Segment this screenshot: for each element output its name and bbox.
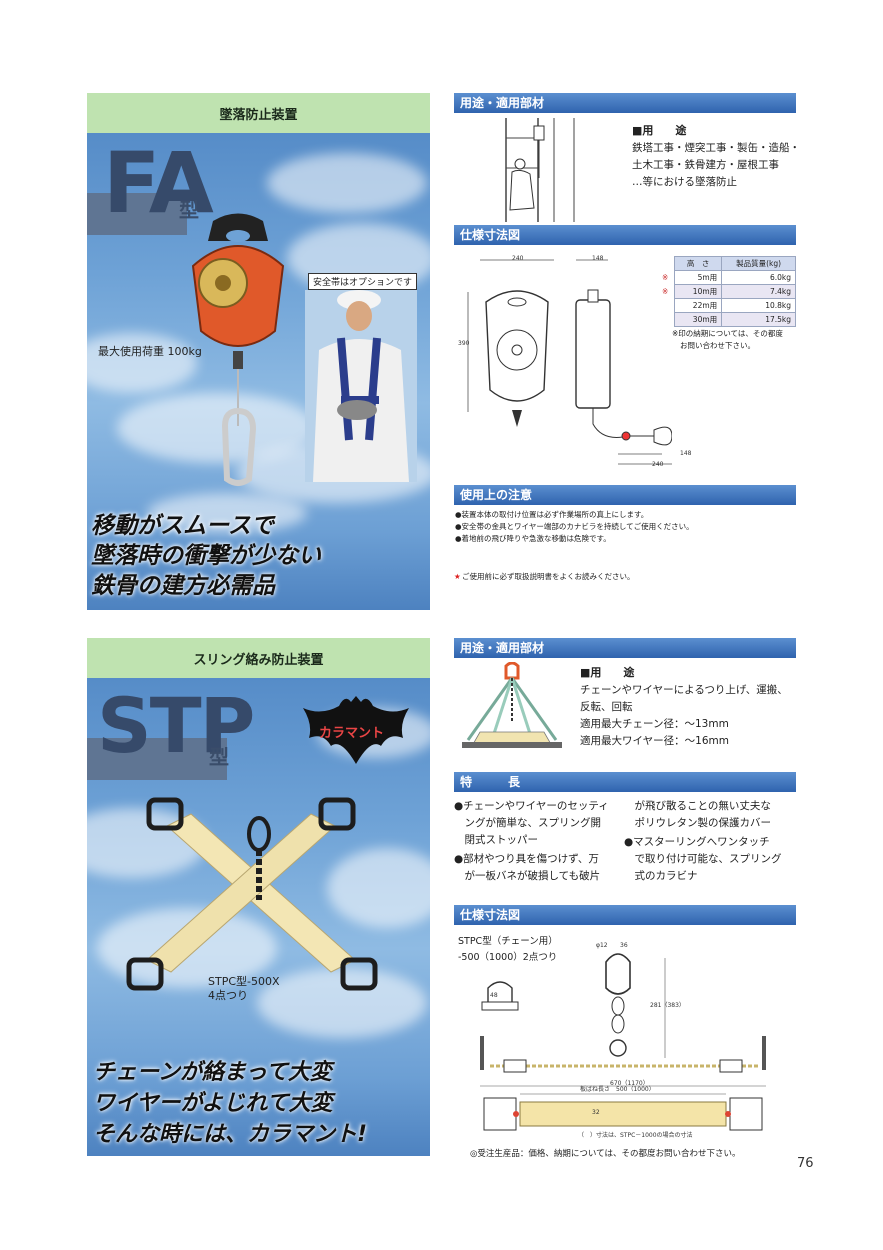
fa-dim-240-top: 240	[512, 255, 524, 262]
fa-usage-illustration	[505, 118, 575, 222]
fa-usage-bar: 用途・適用部材	[454, 93, 796, 113]
stp-product-image	[126, 797, 378, 991]
fa-spec-drawing	[467, 259, 672, 465]
stp-feature-right-3: ●マスターリングへワンタッチ	[624, 836, 770, 848]
stp-feature-left-1: ●チェーンやワイヤーのセッティ	[454, 800, 609, 812]
stp-feature-right-4: で取り付け可能な、スプリング	[624, 853, 782, 865]
stp-label-1: STPC型-500X	[208, 975, 280, 988]
cell-mass: 17.5kg	[721, 312, 796, 327]
fa-caution-line-2: ●安全帯の金具とワイヤー端部のカナビラを持続してご使用ください。	[455, 522, 694, 531]
stp-usage-illustration	[462, 662, 562, 748]
cell-height: 10m用	[673, 284, 723, 299]
fa-catch-line-3: 鉄骨の建方必需品	[91, 573, 275, 599]
page-number: 76	[797, 1156, 814, 1171]
stp-dim-48: 48	[490, 992, 498, 999]
stp-model: STP	[97, 681, 255, 770]
stp-spec-drawing	[480, 953, 766, 1131]
stp-feature-right-2: ポリウレタン製の保護カバー	[624, 817, 771, 829]
fa-catch-line-1: 移動がスムースで	[91, 513, 274, 539]
stp-usage-line-4: 適用最大ワイヤー径：～16mm	[580, 735, 730, 747]
fa-model-suffix: 型	[179, 198, 199, 222]
stp-feature-left-3: 閉式ストッパー	[454, 834, 538, 846]
fa-device-image	[191, 213, 285, 486]
stp-feature-right-1: が飛び散ることの無い丈夫な	[624, 800, 771, 812]
stp-usage-line-1: チェーンやワイヤーによるつり上げ、運搬、	[580, 684, 788, 696]
stp-features-bar: 特 長	[454, 772, 796, 792]
cell-mass: 6.0kg	[721, 270, 796, 285]
stp-model-band	[87, 738, 227, 780]
stp-header: スリング絡み防止装置	[87, 638, 430, 678]
fa-spec-note-1: ※印の納期については、その都度	[672, 329, 783, 338]
stp-feature-left-5: が一板バネが破損しても破片	[454, 870, 601, 882]
fa-catch-line-2: 墜落時の衝撃が少ない	[91, 543, 321, 569]
fa-model: FA	[103, 134, 214, 232]
stp-label-2: 4点つり	[208, 989, 248, 1002]
stp-catch-line-2: ワイヤーがよじれて大変	[93, 1091, 333, 1116]
stp-dim-670: 670（1170）	[610, 1080, 649, 1087]
fa-option-note: 安全帯はオプションです	[308, 273, 418, 290]
table-row: 10m用 7.4kg	[673, 284, 796, 299]
fa-caution-line-1: ●装置本体の取付け位置は必ず作業場所の真上にします。	[455, 510, 649, 519]
stp-dim-32: 32	[592, 1109, 600, 1116]
fa-row-mark-1: ※	[662, 273, 669, 282]
fa-panel: 墜落防止装置 FA 型 最大使用荷重 100kg 安全帯はオプションです 移動が…	[87, 93, 430, 610]
cell-height: 22m用	[673, 298, 723, 313]
table-header-height: 高 さ	[673, 256, 723, 271]
fa-dim-240-bot: 240	[652, 461, 664, 468]
cell-mass: 10.8kg	[721, 298, 796, 313]
table-row: 5m用 6.0kg	[673, 270, 796, 285]
fa-caution-line-3: ●着地前の飛び降りや急激な移動は危険です。	[455, 534, 611, 543]
stp-feature-left-2: ングが簡単な、スプリング開	[454, 817, 601, 829]
stp-usage-line-3: 適用最大チェーン径：～13mm	[580, 718, 729, 730]
fa-dim-148-top: 148	[592, 255, 604, 262]
fa-max-load: 最大使用荷重 100kg	[98, 345, 202, 358]
fa-row-mark-2: ※	[662, 287, 669, 296]
stp-feature-right-5: 式のカラビナ	[624, 870, 698, 882]
fa-usage-line-2: 土木工事・鉄骨建方・屋根工事	[632, 159, 779, 171]
fa-dim-390: 390	[458, 340, 470, 347]
stp-dim-phi12: φ12	[596, 942, 608, 949]
stp-model-suffix: 型	[209, 745, 229, 769]
fa-spec-table: 高 さ 製品質量(kg) 5m用 6.0kg 10m用 7.4kg 22m用 1…	[673, 256, 796, 327]
stp-catch-line-1: チェーンが絡まって大変	[93, 1060, 332, 1085]
stp-usage-heading: ■用 途	[580, 666, 635, 679]
stp-usage-bar: 用途・適用部材	[454, 638, 796, 658]
stp-panel: スリング絡み防止装置 STP 型 カラマント STPC型-500X 4点つり チ…	[87, 638, 430, 1156]
stp-usage-line-2: 反転、回転	[580, 701, 633, 713]
stp-order-note: ◎受注生産品：価格、納期については、その都度お問い合わせ下さい。	[470, 1149, 741, 1159]
stp-spec-caption-2: -500（1000）2点つり	[458, 952, 558, 963]
stp-dim-281: 281（383）	[650, 1002, 685, 1009]
cell-height: 30m用	[673, 312, 723, 327]
stp-dim-36: 36	[620, 942, 628, 949]
fa-model-band	[87, 193, 187, 235]
fa-usage-line-1: 鉄塔工事・煙突工事・製缶・造船・	[632, 142, 800, 154]
stp-feature-left-4: ●部材やつり具を傷つけず、万	[454, 853, 599, 865]
fa-usage-heading: ■用 途	[632, 124, 687, 137]
stp-paren-note: （ ）寸法は、STPC－1000の場合の寸法	[578, 1132, 693, 1139]
stp-dim-span: 板ばね長さ 500（1000）	[580, 1086, 655, 1093]
cell-height: 5m用	[673, 270, 723, 285]
stp-catch-line-3: そんな時には、カラマント!	[93, 1122, 368, 1147]
fa-caution-bar: 使用上の注意	[454, 485, 796, 505]
fa-spec-bar: 仕様寸法図	[454, 225, 796, 245]
table-row: 22m用 10.8kg	[673, 298, 796, 313]
fa-star-icon: ★	[454, 572, 461, 581]
table-header-mass: 製品質量(kg)	[721, 256, 796, 271]
stp-spec-bar: 仕様寸法図	[454, 905, 796, 925]
fa-worker-photo	[305, 290, 417, 482]
fa-usage-line-3: …等における墜落防止	[632, 176, 737, 188]
stp-spec-caption-1: STPC型（チェーン用）	[458, 936, 558, 947]
fa-star-note: ご使用前に必ず取扱説明書をよくお読みください。	[462, 572, 635, 581]
stp-logo-text: カラマント	[319, 726, 385, 741]
table-row: 30m用 17.5kg	[673, 312, 796, 327]
fa-dim-148-bot: 148	[680, 450, 692, 457]
stp-bat-logo	[303, 696, 409, 764]
fa-spec-note-2: お問い合わせ下さい。	[680, 341, 755, 350]
cell-mass: 7.4kg	[721, 284, 796, 299]
fa-header: 墜落防止装置	[87, 93, 430, 133]
